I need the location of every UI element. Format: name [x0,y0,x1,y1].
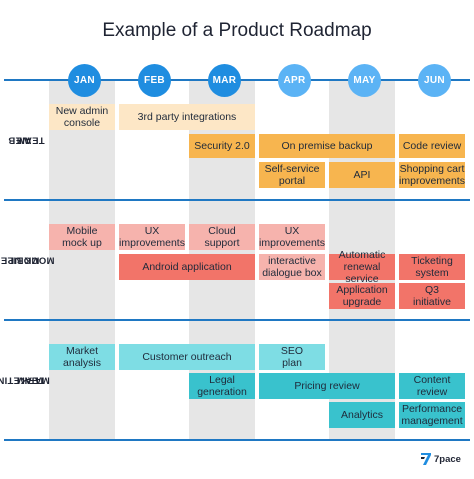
item-on-premise-backup[interactable]: On premise backup [259,134,395,158]
item-android-application[interactable]: Android application [119,254,255,280]
month-feb: FEB [138,64,171,97]
mobile-marketing-divider [4,319,470,321]
item-security-2-0[interactable]: Security 2.0 [189,134,255,158]
month-jan: JAN [68,64,101,97]
item-analytics[interactable]: Analytics [329,402,395,428]
month-apr: APR [278,64,311,97]
month-mar: MAR [208,64,241,97]
item-code-review[interactable]: Code review [399,134,465,158]
7pace-logo-icon [421,453,431,465]
month-jun: JUN [418,64,451,97]
item-customer-outreach[interactable]: Customer outreach [119,344,255,370]
web-mobile-divider [4,199,470,201]
item-pricing-review[interactable]: Pricing review [259,373,395,399]
item-api[interactable]: API [329,162,395,188]
brand-logo: 7pace [420,452,461,466]
logo-text: 7pace [434,453,461,465]
column-bg-jan [49,80,115,440]
item-3rd-party-integrations[interactable]: 3rd party integrations [119,104,255,130]
footer-divider [4,439,470,441]
month-may: MAY [348,64,381,97]
page-title: Example of a Product Roadmap [102,20,372,41]
team-label-marketing: MARKETINGTEAM [0,374,50,386]
